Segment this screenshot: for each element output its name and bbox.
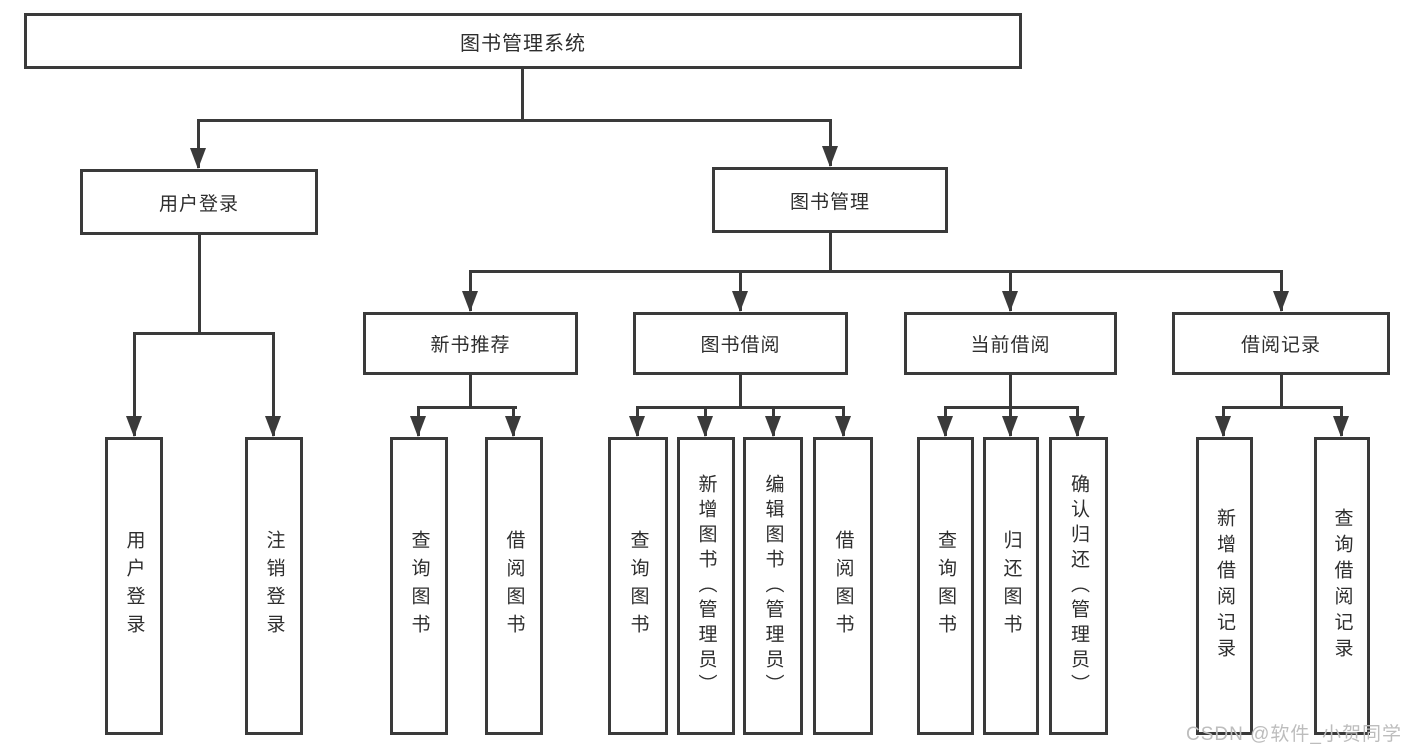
leaf-label: 新增图书（管理员） bbox=[695, 473, 717, 699]
arrowhead bbox=[822, 146, 838, 167]
arrowhead bbox=[462, 291, 478, 312]
arrowhead bbox=[1002, 291, 1018, 312]
arrowhead bbox=[1215, 416, 1231, 437]
leaf-add-borrow-record: 新增借阅记录 bbox=[1196, 437, 1253, 735]
node-library-management-system: 图书管理系统 bbox=[24, 13, 1022, 69]
leaf-label: 归还图书 bbox=[1000, 530, 1022, 642]
connector-line bbox=[1280, 270, 1283, 311]
connector-line bbox=[133, 332, 274, 335]
arrowhead bbox=[265, 416, 281, 437]
connector-line bbox=[469, 270, 472, 311]
leaf-label: 查询图书 bbox=[408, 530, 430, 642]
leaf-label: 新增借阅记录 bbox=[1214, 508, 1235, 664]
connector-line bbox=[272, 332, 275, 436]
leaf-label: 确认归还（管理员） bbox=[1068, 473, 1089, 699]
connector-line bbox=[739, 375, 742, 409]
leaf-label: 查询图书 bbox=[627, 530, 649, 642]
connector-line bbox=[1280, 375, 1283, 409]
arrowhead bbox=[835, 416, 851, 437]
node-borrowing-records: 借阅记录 bbox=[1172, 312, 1390, 375]
connector-line bbox=[1009, 375, 1012, 409]
node-label: 图书借阅 bbox=[700, 335, 781, 356]
connector-line bbox=[829, 233, 832, 273]
node-label: 图书管理 bbox=[789, 191, 870, 213]
node-user-login: 用户登录 bbox=[80, 169, 318, 235]
connector-line bbox=[469, 270, 1283, 273]
node-book-borrowing: 图书借阅 bbox=[633, 312, 848, 375]
leaf-label: 借阅图书 bbox=[832, 530, 854, 642]
connector-line bbox=[197, 119, 200, 168]
arrowhead bbox=[1333, 416, 1349, 437]
leaf-query-borrow-record: 查询借阅记录 bbox=[1314, 437, 1370, 735]
leaf-label: 查询借阅记录 bbox=[1331, 508, 1353, 664]
arrowhead bbox=[505, 416, 521, 437]
node-label: 图书管理系统 bbox=[460, 32, 586, 55]
arrowhead bbox=[1273, 291, 1289, 312]
leaf-label: 用户登录 bbox=[123, 530, 145, 642]
node-label: 用户登录 bbox=[158, 193, 239, 215]
connector-line bbox=[133, 332, 136, 436]
node-label: 新书推荐 bbox=[430, 335, 511, 356]
node-label: 借阅记录 bbox=[1240, 335, 1321, 356]
arrowhead bbox=[629, 416, 645, 437]
leaf-label: 编辑图书（管理员） bbox=[762, 473, 784, 699]
arrowhead bbox=[732, 291, 748, 312]
arrowhead bbox=[765, 416, 781, 437]
connector-line bbox=[636, 406, 845, 409]
leaf-borrow-books-borrowing: 借阅图书 bbox=[813, 437, 873, 735]
leaf-logout: 注销登录 bbox=[245, 437, 303, 735]
connector-line bbox=[521, 69, 524, 120]
connector-line bbox=[739, 270, 742, 311]
connector-line bbox=[469, 375, 472, 409]
arrowhead bbox=[1069, 416, 1085, 437]
arrowhead bbox=[937, 416, 953, 437]
node-current-borrowing: 当前借阅 bbox=[904, 312, 1117, 375]
leaf-label: 借阅图书 bbox=[503, 530, 525, 642]
connector-line bbox=[1009, 270, 1012, 311]
connector-line bbox=[198, 235, 201, 334]
leaf-query-books-borrowing: 查询图书 bbox=[608, 437, 668, 735]
connector-line bbox=[417, 406, 517, 409]
node-label: 当前借阅 bbox=[970, 335, 1051, 356]
node-new-book-recommendation: 新书推荐 bbox=[363, 312, 578, 375]
leaf-confirm-return-admin: 确认归还（管理员） bbox=[1049, 437, 1108, 735]
leaf-query-books-recommend: 查询图书 bbox=[390, 437, 448, 735]
arrowhead bbox=[697, 416, 713, 437]
node-book-management: 图书管理 bbox=[712, 167, 948, 233]
arrowhead bbox=[1002, 416, 1018, 437]
connector-line bbox=[197, 119, 832, 122]
leaf-query-books-current: 查询图书 bbox=[917, 437, 974, 735]
leaf-edit-books-admin: 编辑图书（管理员） bbox=[743, 437, 803, 735]
leaf-add-books-admin: 新增图书（管理员） bbox=[677, 437, 735, 735]
leaf-borrow-books-recommend: 借阅图书 bbox=[485, 437, 543, 735]
arrowhead bbox=[410, 416, 426, 437]
leaf-label: 注销登录 bbox=[263, 530, 285, 642]
watermark: CSDN @软件_小贺同学 bbox=[1186, 724, 1402, 745]
connector-line bbox=[1222, 406, 1343, 409]
connector-line bbox=[829, 119, 832, 166]
leaf-label: 查询图书 bbox=[935, 530, 956, 642]
arrowhead bbox=[190, 148, 206, 169]
leaf-return-books: 归还图书 bbox=[983, 437, 1039, 735]
leaf-user-login: 用户登录 bbox=[105, 437, 163, 735]
arrowhead bbox=[126, 416, 142, 437]
